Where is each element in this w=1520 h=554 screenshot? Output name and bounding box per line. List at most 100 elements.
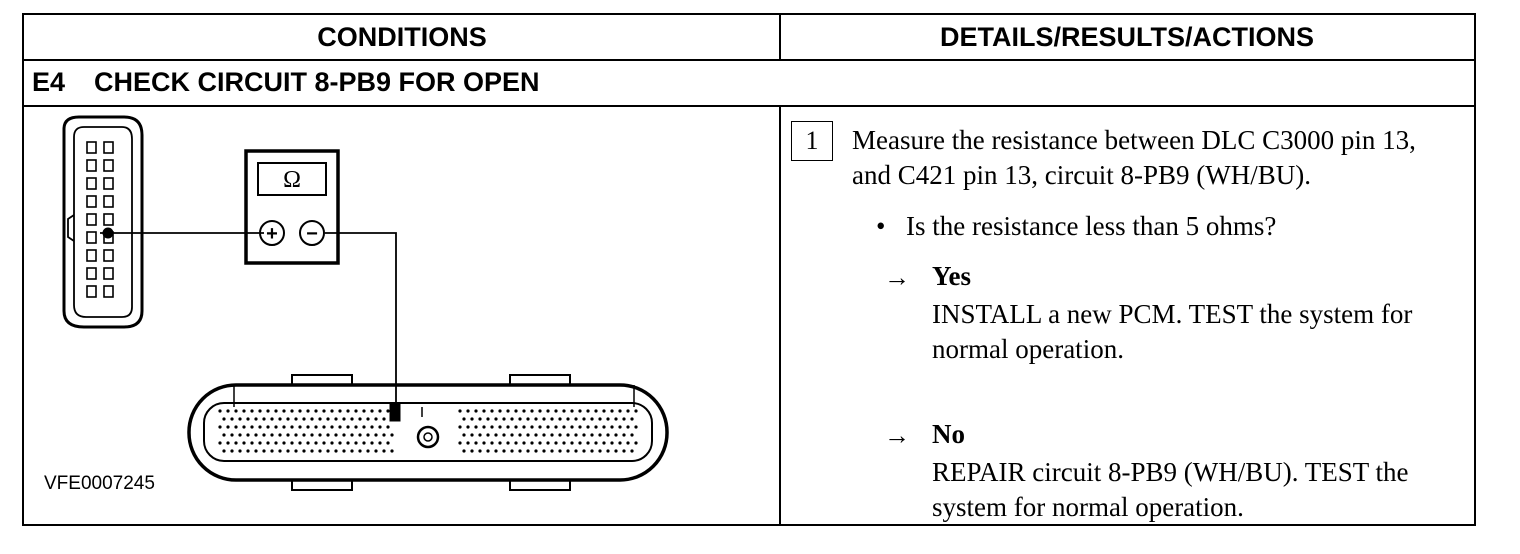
- pcm-pin: [574, 433, 578, 437]
- pcm-pin: [270, 433, 274, 437]
- pcm-pin: [290, 409, 294, 413]
- pcm-pin: [226, 425, 230, 429]
- measure-instruction: Measure the resistance between DLC C3000…: [852, 125, 1416, 190]
- test-leads: [100, 232, 397, 407]
- pcm-pin: [290, 441, 294, 445]
- pcm-pin: [338, 425, 342, 429]
- question-line: •Is the resistance less than 5 ohms?: [876, 209, 1436, 244]
- step-number-box: 1: [791, 121, 833, 161]
- pcm-pin: [498, 441, 502, 445]
- pcm-pin: [322, 425, 326, 429]
- pcm-pin: [310, 449, 314, 453]
- pcm-pin: [246, 417, 250, 421]
- pcm-pin: [506, 425, 510, 429]
- pcm-pin: [294, 433, 298, 437]
- pcm-pin: [318, 417, 322, 421]
- pcm-pin: [546, 425, 550, 429]
- pcm-pin: [274, 409, 278, 413]
- pcm-pin: [382, 449, 386, 453]
- pcm-pin: [538, 441, 542, 445]
- pcm-pin: [294, 417, 298, 421]
- pcm-pin: [262, 417, 266, 421]
- pcm-pin: [302, 433, 306, 437]
- pcm-pin: [474, 425, 478, 429]
- pcm-pin: [338, 409, 342, 413]
- pcm-pin: [562, 409, 566, 413]
- pcm-pin: [386, 409, 390, 413]
- header-divider: [24, 59, 1474, 61]
- pcm-pin: [514, 425, 518, 429]
- pcm-pin: [598, 417, 602, 421]
- pcm-pin: [234, 425, 238, 429]
- pcm-pin: [606, 417, 610, 421]
- pcm-pin: [354, 441, 358, 445]
- step-title-text: CHECK CIRCUIT 8-PB9 FOR OPEN: [94, 67, 540, 97]
- pcm-pin: [462, 417, 466, 421]
- pcm-pin: [606, 433, 610, 437]
- pcm-pin: [250, 425, 254, 429]
- pcm-pin: [570, 409, 574, 413]
- pcm-pin: [346, 425, 350, 429]
- pcm-pin: [550, 433, 554, 437]
- pcm-pin: [582, 449, 586, 453]
- pcm-pin: [458, 425, 462, 429]
- pcm-pin: [382, 433, 386, 437]
- column-divider-body: [779, 107, 781, 524]
- pcm-pin: [378, 425, 382, 429]
- pcm-pin: [230, 433, 234, 437]
- pcm-pin: [478, 433, 482, 437]
- pcm-pin: [366, 417, 370, 421]
- pcm-pin: [314, 441, 318, 445]
- pcm-pin: [362, 409, 366, 413]
- pcm-pin: [330, 425, 334, 429]
- pcm-pin: [246, 449, 250, 453]
- step-title: E4 CHECK CIRCUIT 8-PB9 FOR OPEN: [32, 61, 540, 105]
- pcm-pin: [258, 441, 262, 445]
- pcm-pin: [390, 433, 394, 437]
- step-code: E4: [32, 67, 66, 97]
- pcm-pin: [526, 417, 530, 421]
- pcm-pin: [270, 417, 274, 421]
- pcm-pin: [494, 433, 498, 437]
- pcm-pin: [262, 449, 266, 453]
- pcm-pin: [530, 409, 534, 413]
- pcm-pin: [498, 409, 502, 413]
- pcm-pin: [618, 425, 622, 429]
- pcm-pin: [566, 417, 570, 421]
- pcm-pin: [218, 425, 222, 429]
- pcm-pin: [554, 409, 558, 413]
- pcm-pin: [522, 409, 526, 413]
- figure-id: VFE0007245: [44, 473, 155, 494]
- pcm-pin: [350, 417, 354, 421]
- pcm-pin: [378, 409, 382, 413]
- pcm-pin: [338, 441, 342, 445]
- pcm-pin: [606, 449, 610, 453]
- pcm-pin: [470, 417, 474, 421]
- pcm-pin: [266, 409, 270, 413]
- pcm-pin: [634, 409, 638, 413]
- details-panel: 1 Measure the resistance between DLC C30…: [780, 107, 1474, 522]
- pcm-pin: [266, 441, 270, 445]
- pcm-pin: [470, 449, 474, 453]
- pcm-pin: [306, 409, 310, 413]
- pcm-pin: [334, 417, 338, 421]
- pcm-pin: [502, 417, 506, 421]
- pcm-pin: [286, 433, 290, 437]
- pcm-pin: [578, 409, 582, 413]
- pcm-pin: [278, 417, 282, 421]
- multimeter-icon: Ω + −: [244, 149, 340, 265]
- pcm-pin: [566, 449, 570, 453]
- pcm-pin: [482, 441, 486, 445]
- pcm-pin: [582, 417, 586, 421]
- pcm-pin: [490, 409, 494, 413]
- pcm-pin: [490, 441, 494, 445]
- pcm-pin: [614, 433, 618, 437]
- pcm-pin: [474, 409, 478, 413]
- pcm-pin: [534, 449, 538, 453]
- pcm-pin: [234, 409, 238, 413]
- pcm-pin: [302, 417, 306, 421]
- pcm-pin: [282, 425, 286, 429]
- pcm-pin: [238, 417, 242, 421]
- pcm-pin: [594, 409, 598, 413]
- pcm-pin: [366, 449, 370, 453]
